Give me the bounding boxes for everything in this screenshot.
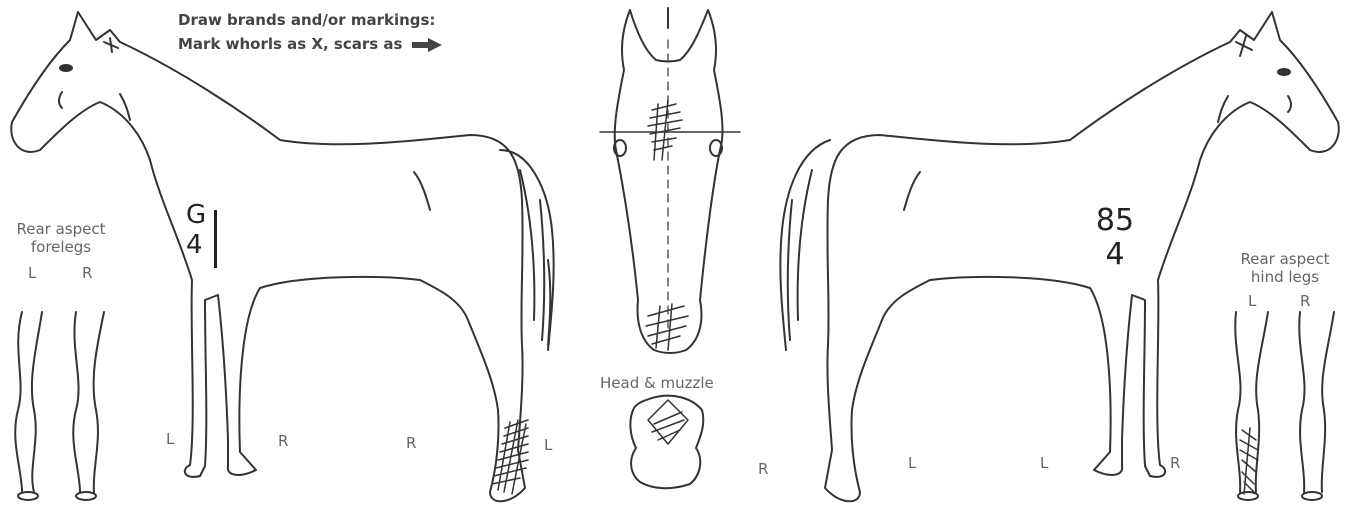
foreleg-left-inner bbox=[32, 312, 42, 492]
foreleg-right-hoof bbox=[76, 492, 96, 500]
foreleg-right-outer bbox=[73, 312, 80, 492]
horse-right-eye bbox=[1278, 69, 1290, 75]
head-front-muzzle-marking bbox=[646, 304, 688, 350]
right-horse-r-fore: R bbox=[1170, 454, 1180, 472]
foreleg-left-outer bbox=[15, 312, 22, 492]
hindleg-left-hoof bbox=[1238, 492, 1258, 500]
foreleg-left-hoof bbox=[18, 492, 38, 500]
foreleg-right-inner bbox=[94, 312, 104, 492]
rear-hind-sub: hind legs bbox=[1226, 268, 1344, 286]
head-front-marking bbox=[648, 100, 682, 160]
muzzle-view bbox=[630, 396, 703, 489]
rear-fore-label: Rear aspect forelegs bbox=[2, 220, 120, 256]
rear-fore-l: L bbox=[28, 264, 36, 282]
horse-right-barrel-mark bbox=[904, 172, 920, 210]
horse-right-tail bbox=[780, 140, 830, 350]
rear-hind-title: Rear aspect bbox=[1226, 250, 1344, 268]
right-horse-l-hind: L bbox=[908, 454, 916, 472]
right-horse-l-fore: L bbox=[1040, 454, 1048, 472]
head-muzzle-label: Head & muzzle bbox=[600, 374, 714, 392]
right-brand-bottom: 4 bbox=[1090, 238, 1140, 272]
horse-left-outline bbox=[11, 12, 525, 501]
left-brand-top: G bbox=[186, 200, 206, 230]
rear-forelegs bbox=[15, 312, 104, 500]
head-front-view bbox=[600, 8, 740, 353]
horse-left-barrel-mark bbox=[414, 172, 430, 210]
horse-left-nostril bbox=[59, 92, 62, 108]
horse-right-nostril bbox=[1288, 96, 1291, 112]
rear-hind-label: Rear aspect hind legs bbox=[1226, 250, 1344, 286]
hindleg-right-hoof bbox=[1302, 492, 1322, 500]
rear-hindlegs bbox=[1235, 312, 1334, 500]
rear-hind-r: R bbox=[1300, 292, 1310, 310]
muzzle-marking bbox=[648, 400, 688, 444]
left-horse-r-fore: R bbox=[278, 432, 288, 450]
left-brand-bottom: 4 bbox=[186, 230, 206, 260]
left-horse-l-fore: L bbox=[166, 430, 174, 448]
horse-left-eye bbox=[60, 65, 72, 71]
horse-left-whorl bbox=[104, 38, 118, 52]
horse-right-whorl bbox=[1236, 36, 1252, 56]
hindleg-right-outer bbox=[1299, 312, 1304, 492]
left-brand: G 4 bbox=[186, 200, 206, 260]
left-horse-r-hind: R bbox=[406, 434, 416, 452]
rear-fore-sub: forelegs bbox=[2, 238, 120, 256]
rear-fore-r: R bbox=[82, 264, 92, 282]
rear-hind-l: L bbox=[1248, 292, 1256, 310]
right-brand: 85 4 bbox=[1090, 204, 1140, 272]
hindleg-right-inner bbox=[1322, 312, 1334, 492]
right-horse-r-hind: R bbox=[758, 460, 768, 478]
left-horse-l-hind: L bbox=[544, 436, 552, 454]
rear-fore-title: Rear aspect bbox=[2, 220, 120, 238]
hindleg-left-inner bbox=[1256, 312, 1268, 492]
right-brand-top: 85 bbox=[1090, 204, 1140, 238]
horse-left-tail bbox=[500, 150, 554, 350]
left-brand-stroke bbox=[214, 210, 217, 268]
hindleg-left-outer bbox=[1235, 312, 1240, 492]
horse-left-side bbox=[11, 12, 553, 501]
